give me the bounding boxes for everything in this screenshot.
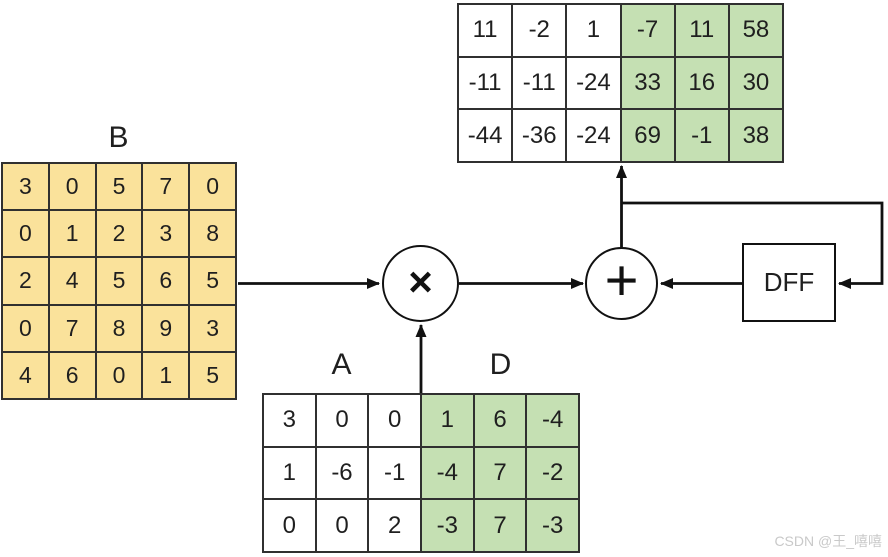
matrix-cell: 69 — [620, 109, 675, 162]
dff-box: DFF — [742, 243, 836, 322]
matrix-cell: 38 — [728, 109, 783, 162]
matrix-cell: 6 — [142, 257, 190, 305]
matrix-cell: 0 — [48, 163, 96, 211]
matrix-cell: 11 — [458, 4, 513, 57]
matrix-d-label: D — [489, 348, 512, 381]
matrix-cell: 2 — [368, 499, 421, 552]
matrix-cell: 4 — [48, 257, 96, 305]
matrix-cell: -11 — [512, 56, 567, 110]
matrix-cell: -11 — [458, 56, 513, 110]
matrix-cell: 30 — [728, 56, 783, 110]
matrix-cell: -2 — [526, 446, 579, 500]
matrix-cell: -1 — [674, 109, 729, 162]
matrix-cell: 7 — [142, 163, 190, 211]
matrix-cell: 6 — [473, 394, 527, 447]
matrix-cell: 33 — [620, 56, 675, 110]
matrix-cell: 7 — [473, 446, 527, 500]
matrix-cell: 1 — [421, 394, 474, 447]
matrix-cell: -3 — [526, 499, 579, 552]
matrix-cell: 58 — [728, 4, 783, 57]
matrix-cell: 1 — [566, 4, 621, 57]
matrix-cell: 0 — [368, 394, 421, 447]
matrix-cell: 0 — [2, 210, 49, 258]
matrix-cell: -24 — [566, 56, 621, 110]
matrix-cell: 1 — [48, 210, 96, 258]
matrix-cell: 7 — [48, 304, 96, 352]
watermark: CSDN @王_嘻嘻 — [774, 533, 882, 549]
matrix-a-label: A — [331, 348, 352, 381]
matrix-cell: 0 — [315, 394, 369, 447]
wire-feedback-to-dff — [621, 201, 884, 289]
dff-label: DFF — [763, 267, 815, 297]
matrix-cell: 3 — [142, 210, 190, 258]
matrix-cell: 1 — [142, 351, 190, 399]
matrix-cell: 0 — [2, 304, 49, 352]
matrix-cell: 5 — [189, 257, 236, 305]
matrix-cell: 3 — [263, 394, 316, 447]
matrix-cell: -36 — [512, 109, 567, 162]
matrix-cell: 8 — [189, 210, 236, 258]
multiply-node: × — [382, 245, 459, 322]
matrix-cell: 5 — [95, 163, 143, 211]
matrix-cell: -6 — [315, 446, 369, 500]
matrix-cell: -24 — [566, 109, 621, 162]
matrix-cell: -4 — [526, 394, 579, 447]
matrix-cell: 8 — [95, 304, 143, 352]
matrix-cell: -4 — [421, 446, 474, 500]
matrix-cell: 2 — [2, 257, 49, 305]
plus-icon: + — [604, 247, 639, 313]
matrix-cell: 0 — [315, 499, 369, 552]
matrix-cell: -1 — [368, 446, 421, 500]
matrix-b-label: B — [108, 121, 129, 154]
matrix-cell: 0 — [263, 499, 316, 552]
matrix-cell: -2 — [512, 4, 567, 57]
matrix-cell: 2 — [95, 210, 143, 258]
adder-node: + — [585, 247, 658, 320]
multiply-icon: × — [408, 257, 433, 305]
matrix-cell: 3 — [2, 163, 49, 211]
matrix-cell: 5 — [189, 351, 236, 399]
matrix-cell: 0 — [189, 163, 236, 211]
matrix-cell: -44 — [458, 109, 513, 162]
matrix-cell: 0 — [95, 351, 143, 399]
matrix-cell: 1 — [263, 446, 316, 500]
matrix-cell: -7 — [620, 4, 675, 57]
matrix-cell: 9 — [142, 304, 190, 352]
matrix-cell: 16 — [674, 56, 729, 110]
matrix-cell: 5 — [95, 257, 143, 305]
matrix-cell: 11 — [674, 4, 729, 57]
matrix-cell: 7 — [473, 499, 527, 552]
matrix-cell: 3 — [189, 304, 236, 352]
matrix-cell: 6 — [48, 351, 96, 399]
matrix-cell: 4 — [2, 351, 49, 399]
matrix-cell: -3 — [421, 499, 474, 552]
